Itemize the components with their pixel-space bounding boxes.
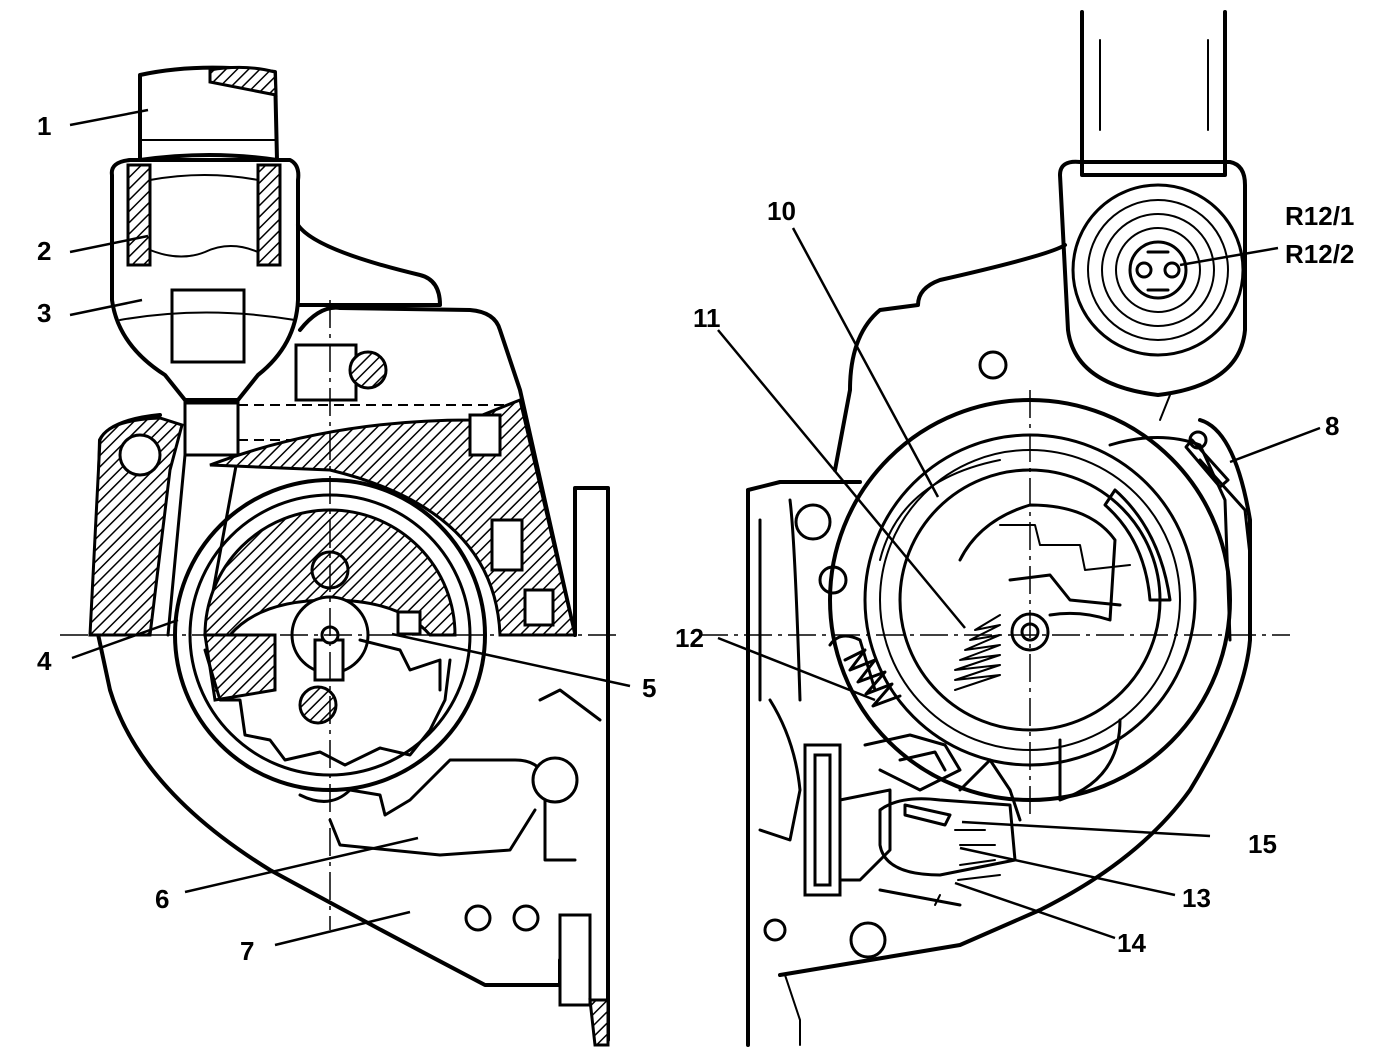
- label-1: 1: [37, 111, 51, 141]
- label-r12-2: R12/2: [1285, 239, 1354, 269]
- label-14: 14: [1117, 928, 1146, 958]
- leader-lines: [69, 108, 1321, 947]
- label-4: 4: [37, 646, 52, 676]
- housing-right: [746, 243, 1252, 1047]
- label-2: 2: [37, 236, 51, 266]
- left-view: [60, 65, 620, 1047]
- label-11: 11: [693, 303, 721, 333]
- label-7: 7: [240, 936, 254, 966]
- label-15: 15: [1248, 829, 1277, 859]
- callout-labels: 1 2 3 4 5 6 7 8 10 11 12 13 14 15 R12/1 …: [37, 111, 1354, 966]
- label-6: 6: [155, 884, 169, 914]
- coupling-sleeve: [109, 158, 301, 402]
- spring-11: [954, 614, 1001, 691]
- potentiometer-connector: [1071, 183, 1245, 357]
- right-view: [700, 10, 1290, 1047]
- label-5: 5: [642, 673, 656, 703]
- label-13: 13: [1182, 883, 1211, 913]
- label-3: 3: [37, 298, 51, 328]
- label-r12-1: R12/1: [1285, 201, 1354, 231]
- label-10: 10: [767, 196, 796, 226]
- label-8: 8: [1325, 411, 1339, 441]
- label-12: 12: [675, 623, 704, 653]
